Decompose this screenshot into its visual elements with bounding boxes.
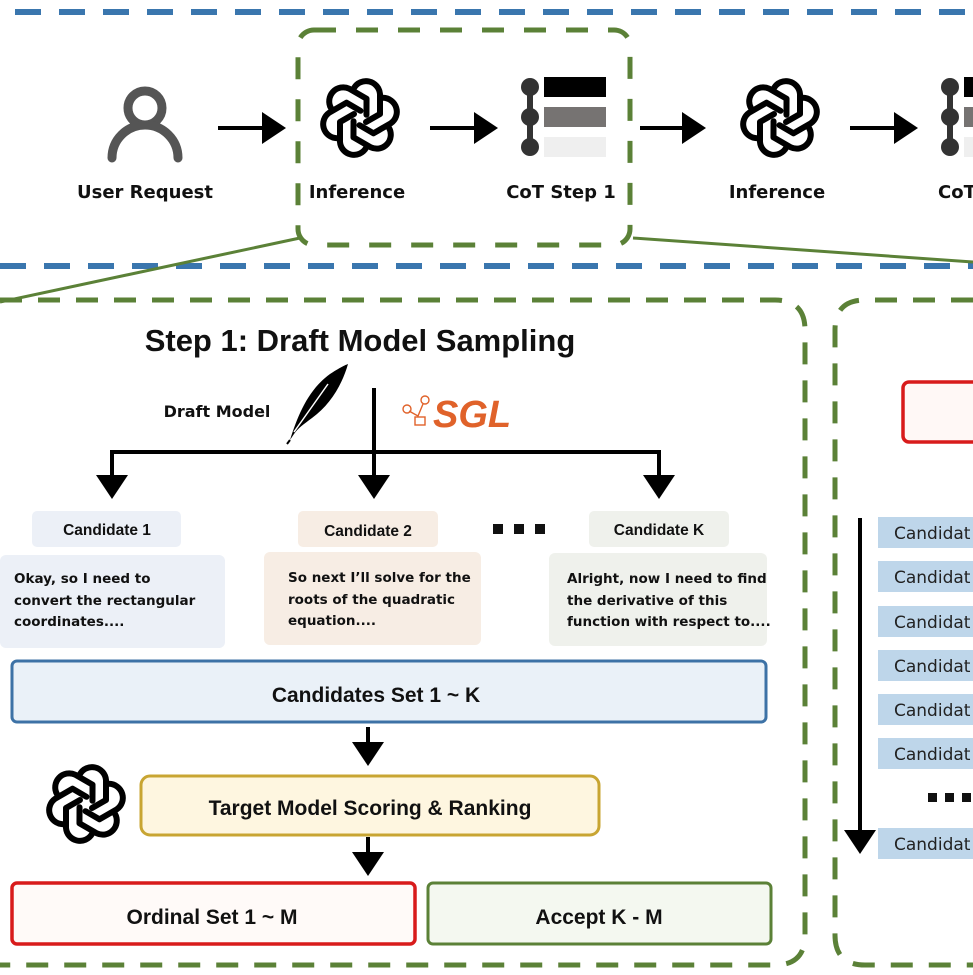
scoring-ranking-label: Target Model Scoring & Ranking (209, 797, 532, 820)
candidate-2-text-box[interactable] (264, 552, 481, 645)
candidates-set-label: Candidates Set 1 ~ K (272, 684, 480, 707)
ranked-candidate-item[interactable] (878, 606, 973, 637)
ordinal-set-label: Ordinal Set 1 ~ M (127, 906, 298, 929)
stage-label-inference-2: Inference (729, 182, 825, 203)
ranked-candidate-label: Candidat (894, 657, 971, 677)
sgl-logo-text: SGL (433, 394, 511, 436)
candidate-2-label-box (298, 511, 438, 547)
candidates-set-box[interactable] (10, 659, 768, 724)
candidate-k-text-line-3: function with respect to.... (567, 614, 771, 630)
candidate-2-text-line-3: equation.... (288, 613, 376, 629)
candidate-1-text-line-1: Okay, so I need to (14, 571, 150, 587)
ranked-candidate-item[interactable] (878, 561, 973, 592)
zoom-connector-right (632, 236, 973, 264)
candidate-k-text-line-1: Alright, now I need to find (567, 571, 767, 587)
openai-logo-icon (738, 81, 822, 155)
candidate-2-text-line-1: So next I’ll solve for the (288, 570, 471, 586)
cot-step-icon (521, 77, 606, 157)
user-icon (107, 86, 183, 163)
ranked-candidate-item[interactable] (878, 828, 973, 859)
cot-step-icon (941, 77, 973, 157)
step1-dashed-border (0, 297, 808, 968)
candidate-k-text-line-2: the derivative of this (567, 593, 727, 609)
rank-list-ellipsis (928, 793, 971, 802)
candidate-2-label: Candidate 2 (324, 523, 412, 540)
ranked-candidate-list: CandidatCandidatCandidatCandidatCandidat… (878, 517, 973, 859)
candidate-1-text-line-2: convert the rectangular (14, 593, 196, 609)
candidate-2-text-line-2: roots of the quadratic (288, 592, 455, 608)
pipeline-row: User Request Inference CoT Step 1 Infere… (0, 27, 973, 304)
stage-label-user-request: User Request (77, 182, 213, 203)
ranked-candidate-item[interactable] (878, 694, 973, 725)
accept-box[interactable] (426, 881, 773, 946)
candidate-1-text-box[interactable] (0, 555, 225, 648)
candidates-ellipsis (493, 524, 545, 534)
ranked-candidate-label: Candidat (894, 524, 971, 544)
ranked-candidate-item[interactable] (878, 738, 973, 769)
ranked-candidate-label: Candidat (894, 613, 971, 633)
target-model-openai-icon (44, 767, 128, 841)
stage-label-inference-1: Inference (309, 182, 405, 203)
candidate-k-label: Candidate K (614, 522, 705, 539)
feather-icon (286, 364, 348, 445)
zoom-connector-left (0, 236, 301, 304)
sgl-logo: SGL (402, 394, 511, 436)
candidate-1-label: Candidate 1 (63, 522, 151, 539)
ranked-candidate-label: Candidat (894, 745, 971, 765)
step1-title: Step 1: Draft Model Sampling (145, 323, 576, 358)
step1-panel: Step 1: Draft Model Sampling Draft Model… (0, 297, 808, 968)
stage-label-cot-step-1: CoT Step 1 (506, 182, 616, 203)
ordinal-set-box[interactable] (10, 881, 417, 946)
draft-model-label: Draft Model (164, 402, 271, 421)
inference-highlight-box (295, 27, 633, 248)
candidate-k-text-box[interactable] (549, 553, 767, 646)
ranked-candidate-label: Candidat (894, 701, 971, 721)
ranked-candidate-item[interactable] (878, 650, 973, 681)
scoring-ranking-box[interactable] (139, 774, 601, 837)
accept-label: Accept K - M (535, 906, 662, 929)
ranked-candidate-item[interactable] (878, 517, 973, 548)
candidate-k-label-box (589, 511, 729, 547)
openai-logo-icon (318, 81, 402, 155)
candidate-1-label-box (32, 511, 181, 547)
ranked-candidate-label: Candidat (894, 568, 971, 588)
step2-dashed-border (832, 297, 973, 968)
candidate-1-text-line-3: coordinates.... (14, 614, 124, 630)
ranked-candidate-label: Candidat (894, 835, 971, 855)
step2-panel: CandidatCandidatCandidatCandidatCandidat… (832, 297, 973, 968)
stage-label-cot-step-2: CoT (938, 182, 973, 203)
step2-red-box[interactable] (901, 380, 973, 444)
